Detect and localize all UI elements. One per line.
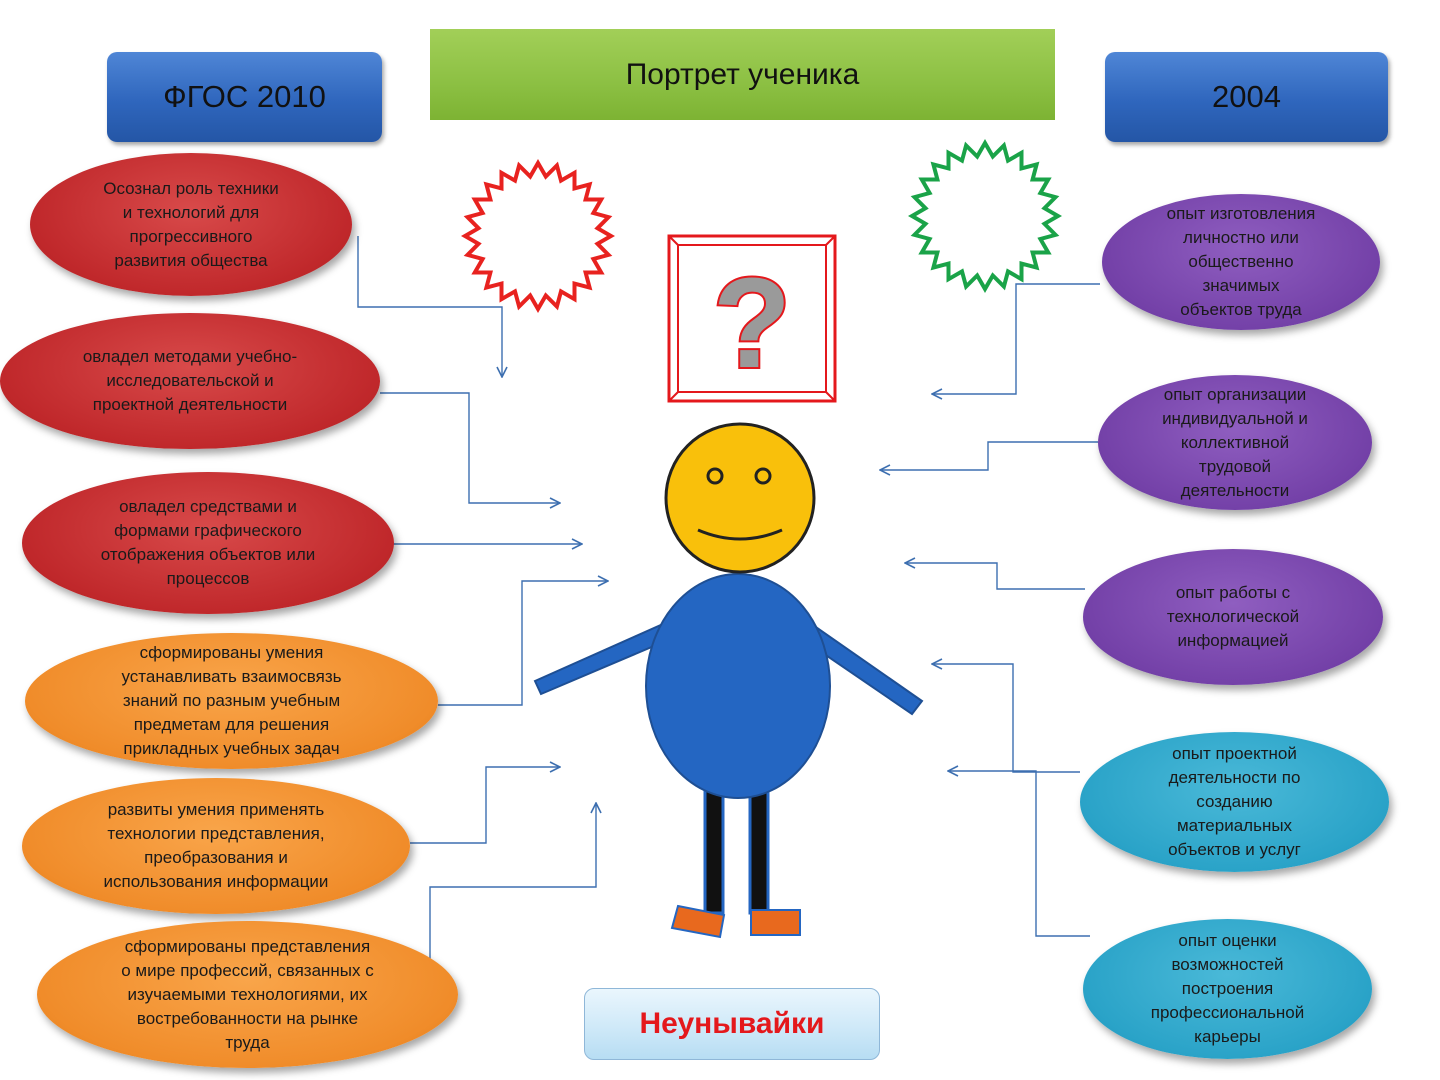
right-header-label: 2004 [1212,79,1281,114]
right-shoe [750,909,801,936]
left-item-5: развиты умения применять технологии пред… [22,778,410,914]
right-item-1: опыт изготовления личностно или обществе… [1102,194,1380,330]
question-mark-glyph: ? [713,252,791,395]
green-starburst-icon [908,139,1062,293]
right-item-5: опыт оценки возможностей построения проф… [1083,919,1372,1059]
left-item-3: овладел средствами и формами графическог… [22,472,394,614]
connector-left-2 [380,392,560,503]
left-connectors [357,236,608,972]
right-item-4: опыт проектной деятельности по созданию … [1080,732,1389,872]
right-leg [750,778,768,913]
right-connectors [880,283,1100,937]
connector-right-5 [948,771,1090,937]
left-item-1: Осознал роль техники и технологий для пр… [30,153,352,296]
right-header-2004: 2004 [1105,52,1388,142]
red-starburst-icon [461,159,615,313]
connector-right-3 [905,563,1085,590]
smile [697,528,783,541]
left-eye [706,467,724,485]
smiley-person-figure [533,422,924,939]
team-name-badge: Неунывайки [584,988,880,1060]
left-leg [705,778,723,913]
smiley-face [664,422,816,574]
right-item-3: опыт работы с технологической информацие… [1083,549,1383,685]
left-header-label: ФГОС 2010 [163,79,326,114]
page-title: Портрет ученика [625,57,860,91]
left-item-6: сформированы представления о мире профес… [37,921,458,1068]
left-shoe [670,904,726,939]
right-eye [754,467,772,485]
connector-left-6 [429,803,596,972]
title-banner: Портрет ученика [430,29,1055,120]
connector-left-1 [357,236,502,377]
connector-right-1 [932,283,1100,394]
torso [645,573,831,799]
connector-right-2 [880,441,1098,470]
right-item-2: опыт организации индивидуальной и коллек… [1098,375,1372,510]
connector-right-4 [932,664,1080,773]
left-item-2: овладел методами учебно- исследовательск… [0,313,380,449]
connector-left-4 [438,581,608,706]
connector-left-5 [410,767,560,844]
left-header-fgos-2010: ФГОС 2010 [107,52,382,142]
left-item-4: сформированы умения устанавливать взаимо… [25,633,438,769]
team-name-label: Неунывайки [639,1007,825,1040]
question-mark-icon: ? [667,234,837,403]
